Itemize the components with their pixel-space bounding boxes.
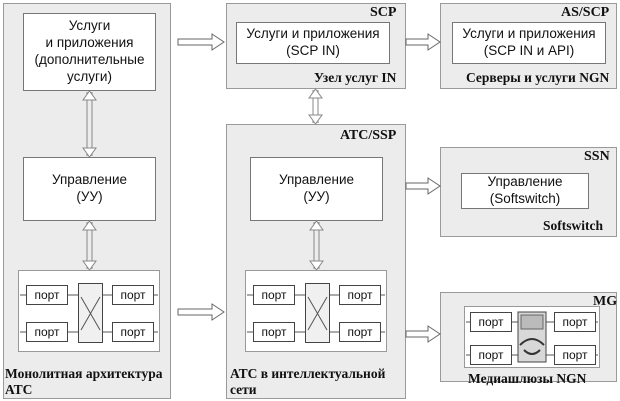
as-scp-title: AS/SCP <box>561 5 610 20</box>
mg-gateway-device-icon <box>517 311 547 363</box>
arrow-scp-to-as-scp <box>405 33 441 51</box>
ats-ssp-port-bottom-left: порт <box>253 322 295 342</box>
scp-title: SCP <box>370 5 397 20</box>
as-scp-caption: Серверы и услуги NGN <box>466 70 610 85</box>
arrow-ats-ssp-to-ssn <box>405 177 441 195</box>
monolithic-port-top-right: порт <box>112 285 154 305</box>
scp-services-box: Услуги и приложения (SCP IN) <box>236 22 390 64</box>
mg-caption: Медиашлюзы NGN <box>468 371 587 386</box>
as-scp-services-box: Услуги и приложения (SCP IN и API) <box>452 22 606 64</box>
scp-caption: Узел услуг IN <box>314 70 397 85</box>
ssn-control-box: Управление (Softswitch) <box>461 173 589 209</box>
monolithic-control-box: Управление (УУ) <box>23 157 156 221</box>
ats-ssp-control-box: Управление (УУ) <box>250 157 383 221</box>
ssn-title: SSN <box>584 149 610 164</box>
ats-ssp-link-control-ports <box>309 220 324 271</box>
mg-title: MG <box>593 294 618 309</box>
ats-ssp-port-top-left: порт <box>253 285 295 305</box>
mg-port-top-left: порт <box>470 312 512 332</box>
mg-port-wires <box>466 321 598 356</box>
arrow-monolithic-to-ats-ssp <box>177 303 225 321</box>
scp-ats-ssp-link <box>308 88 323 125</box>
arrow-ats-ssp-to-mg <box>405 325 441 343</box>
mg-port-top-right: порт <box>554 312 596 332</box>
ats-ssp-port-bottom-right: порт <box>339 322 381 342</box>
monolithic-services-box: Услуги и приложения (дополнительные услу… <box>23 13 156 91</box>
ats-ssp-title: АТС/SSP <box>340 128 397 143</box>
monolithic-port-wires <box>20 294 158 333</box>
monolithic-port-top-left: порт <box>26 285 68 305</box>
monolithic-link-services-control <box>82 90 97 158</box>
ats-ssp-port-wires <box>247 294 385 333</box>
mg-port-bottom-left: порт <box>470 345 512 365</box>
ats-ssp-caption: АТС в интеллектуальной сети <box>230 366 386 397</box>
monolithic-caption: Монолитная архитектура АТС <box>5 366 163 397</box>
monolithic-port-bottom-left: порт <box>26 322 68 342</box>
mg-port-bottom-right: порт <box>554 345 596 365</box>
monolithic-link-control-ports <box>82 220 97 271</box>
monolithic-port-bottom-right: порт <box>112 322 154 342</box>
arrow-monolithic-to-scp <box>177 33 225 51</box>
ssn-caption: Softswitch <box>543 218 603 233</box>
ats-ssp-port-top-right: порт <box>339 285 381 305</box>
